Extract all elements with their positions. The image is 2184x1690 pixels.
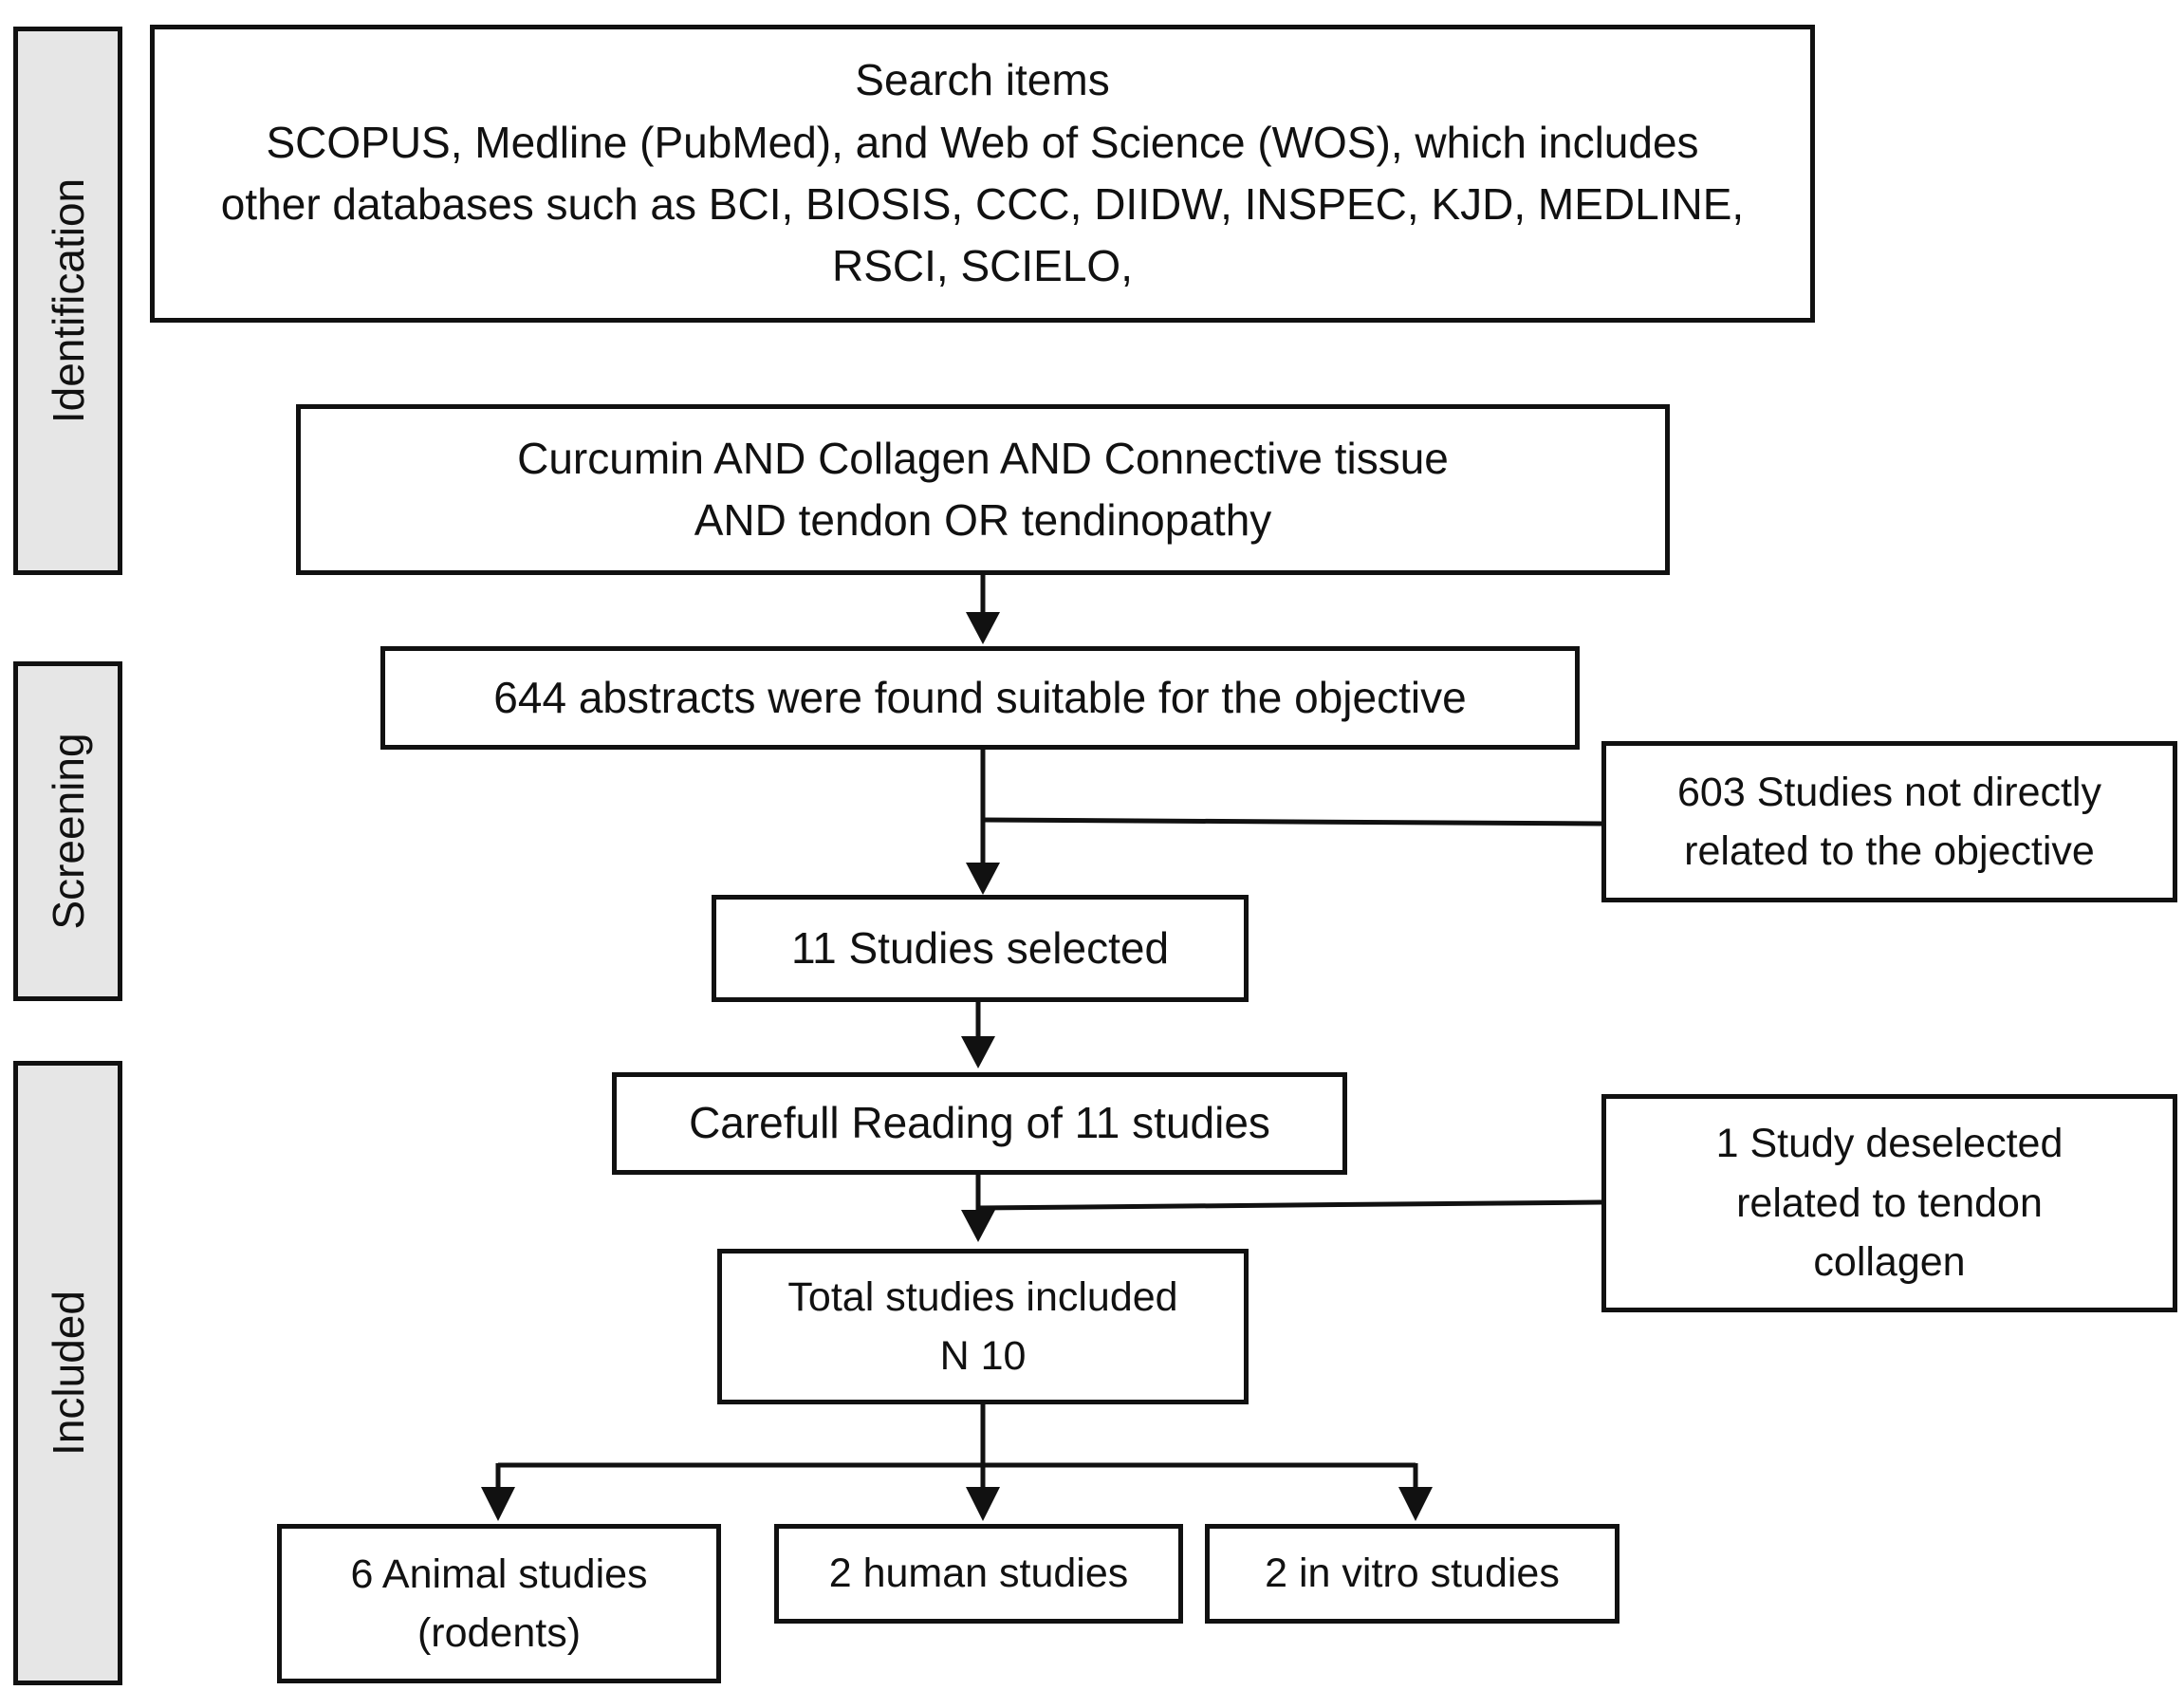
search-items-title: Search items (855, 55, 1110, 105)
abstracts-found-text: 644 abstracts were found suitable for th… (493, 672, 1467, 722)
phase-included: Included (13, 1061, 122, 1685)
arrowhead-invitro (1398, 1487, 1433, 1521)
phase-screening: Screening (13, 661, 122, 1001)
arrowhead-abstracts (966, 612, 1000, 644)
animal-studies-line-2: (rodents) (416, 1610, 582, 1656)
invitro-studies-text: 2 in vitro studies (1265, 1551, 1560, 1597)
arrowhead-total (961, 1210, 995, 1242)
arrowhead-reading (961, 1036, 995, 1068)
search-items-box: Search items SCOPUS, Medline (PubMed), a… (150, 25, 1815, 323)
search-items-databases-1: SCOPUS, Medline (PubMed), and Web of Sci… (266, 117, 1699, 167)
search-query-line-1: Curcumin AND Collagen AND Connective tis… (517, 433, 1449, 483)
deselected-study-line-3: collagen (1813, 1239, 1966, 1286)
human-studies-box: 2 human studies (774, 1524, 1183, 1624)
total-included-line-1: Total studies included (787, 1273, 1178, 1320)
excluded-studies-line-1: 603 Studies not directly (1677, 769, 2101, 815)
phase-identification: Identification (13, 27, 122, 575)
total-included-box: Total studies included N 10 (717, 1249, 1249, 1404)
search-query-line-2: AND tendon OR tendinopathy (694, 495, 1272, 545)
abstracts-found-box: 644 abstracts were found suitable for th… (380, 646, 1580, 750)
studies-selected-box: 11 Studies selected (712, 895, 1249, 1002)
arrowhead-selected (966, 863, 1000, 895)
deselected-study-box: 1 Study deselected related to tendon col… (1601, 1094, 2177, 1312)
careful-reading-text: Carefull Reading of 11 studies (689, 1098, 1270, 1148)
search-query-box: Curcumin AND Collagen AND Connective tis… (296, 404, 1670, 575)
search-items-databases-3: RSCI, SCIELO, (832, 241, 1133, 291)
deselected-study-line-1: 1 Study deselected (1715, 1121, 2064, 1167)
careful-reading-box: Carefull Reading of 11 studies (612, 1072, 1347, 1175)
arrowhead-animal (481, 1487, 515, 1521)
excluded-studies-box: 603 Studies not directly related to the … (1601, 741, 2177, 902)
animal-studies-line-1: 6 Animal studies (350, 1551, 648, 1597)
animal-studies-box: 6 Animal studies (rodents) (277, 1524, 721, 1683)
connector-exclusion-deselected (977, 1199, 1602, 1211)
total-included-line-2: N 10 (939, 1333, 1027, 1379)
search-items-databases-2: other databases such as BCI, BIOSIS, CCC… (220, 179, 1745, 229)
connector-exclusion-603 (982, 817, 1602, 826)
studies-selected-text: 11 Studies selected (790, 922, 1170, 973)
invitro-studies-box: 2 in vitro studies (1205, 1524, 1619, 1624)
deselected-study-line-2: related to tendon (1736, 1179, 2043, 1226)
human-studies-text: 2 human studies (828, 1551, 1129, 1597)
excluded-studies-line-2: related to the objective (1684, 828, 2095, 874)
arrowhead-human (966, 1487, 1000, 1521)
